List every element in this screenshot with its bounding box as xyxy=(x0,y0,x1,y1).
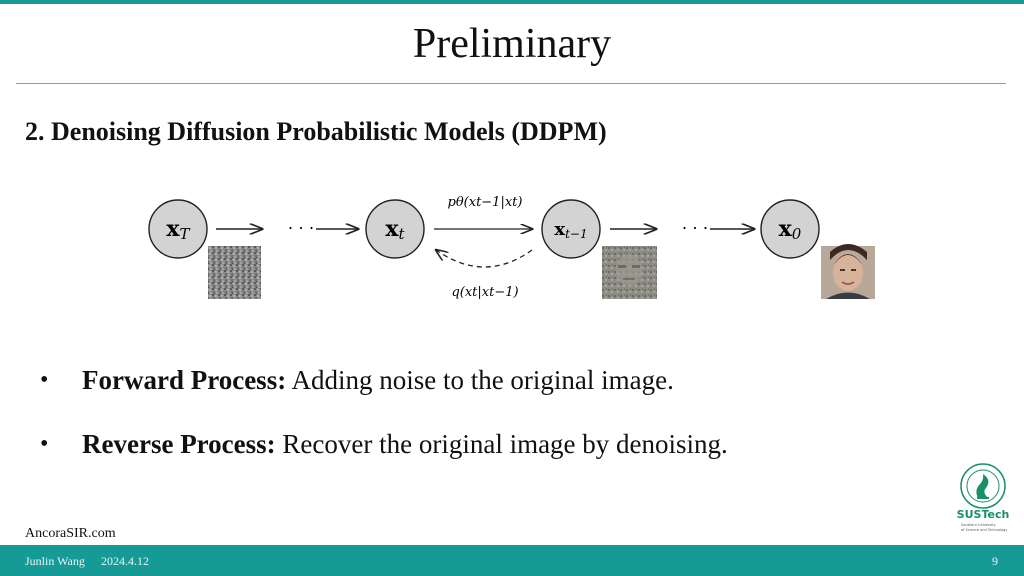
reverse-process-label: pθ(xt−1|xt) xyxy=(448,195,523,210)
clean-face-image xyxy=(821,244,875,299)
bullet-dot: • xyxy=(40,431,49,457)
svg-text:x0: x0 xyxy=(779,216,802,243)
node-x-0-sub: 0 xyxy=(792,225,802,243)
node-x-t-main: x xyxy=(385,216,399,242)
site-link[interactable]: AncoraSIR.com xyxy=(25,526,116,541)
node-x-t: xt xyxy=(365,199,425,259)
footer-date: 2024.4.12 xyxy=(101,554,149,568)
node-x-t-sub: t xyxy=(399,225,406,243)
slide-title: Preliminary xyxy=(412,21,612,67)
svg-text:xt−1: xt−1 xyxy=(554,219,587,241)
bullet-reverse-desc: Recover the original image by denoising. xyxy=(275,429,728,459)
top-accent-bar xyxy=(0,0,1024,4)
title-divider xyxy=(16,83,1006,84)
bullet-forward-desc: Adding noise to the original image. xyxy=(286,365,674,395)
logo-wordmark: SUSTech xyxy=(957,508,1010,521)
node-x-t-minus-1-sub: t−1 xyxy=(565,227,588,241)
page-number: 9 xyxy=(992,554,998,568)
ellipsis-left: · · · xyxy=(288,218,315,238)
svg-text:xt: xt xyxy=(385,216,405,243)
sustech-logo: SUSTech Southern University of Science a… xyxy=(957,463,1010,532)
partially-noisy-face-image xyxy=(602,246,657,299)
bullet-forward-term: Forward Process: xyxy=(82,365,287,395)
node-x-t-minus-1-main: x xyxy=(554,219,565,240)
footer-author: Junlin Wang xyxy=(25,554,85,568)
section-heading: 2. Denoising Diffusion Probabilistic Mod… xyxy=(25,117,607,146)
forward-process-label: q(xt|xt−1) xyxy=(451,285,518,300)
bullet-forward-process: • Forward Process: Adding noise to the o… xyxy=(40,358,940,402)
node-x-T-main: x xyxy=(166,216,180,242)
ellipsis-right: · · · xyxy=(682,218,709,238)
node-x-0: x0 xyxy=(760,199,820,259)
bullet-reverse-process: • Reverse Process: Recover the original … xyxy=(40,422,940,466)
node-x-0-main: x xyxy=(779,216,793,242)
logo-tagline-1: Southern University xyxy=(961,523,996,527)
bullet-dot: • xyxy=(40,367,49,393)
ddpm-diagram: xT · · · xt pθ(xt−1|xt) q(xt|xt−1) xt−1 … xyxy=(148,195,875,300)
pure-noise-image xyxy=(208,246,261,299)
bullet-list: • Forward Process: Adding noise to the o… xyxy=(40,358,940,486)
arrow-forward-step xyxy=(436,250,533,268)
node-x-T: xT xyxy=(148,199,208,259)
footer-bar: Junlin Wang 2024.4.12 9 xyxy=(0,545,1024,576)
node-x-T-sub: T xyxy=(180,225,191,243)
logo-tagline-2: of Science and Technology xyxy=(961,528,1007,532)
node-x-t-minus-1: xt−1 xyxy=(541,199,601,259)
bullet-reverse-term: Reverse Process: xyxy=(82,429,276,459)
svg-text:xT: xT xyxy=(166,216,190,243)
